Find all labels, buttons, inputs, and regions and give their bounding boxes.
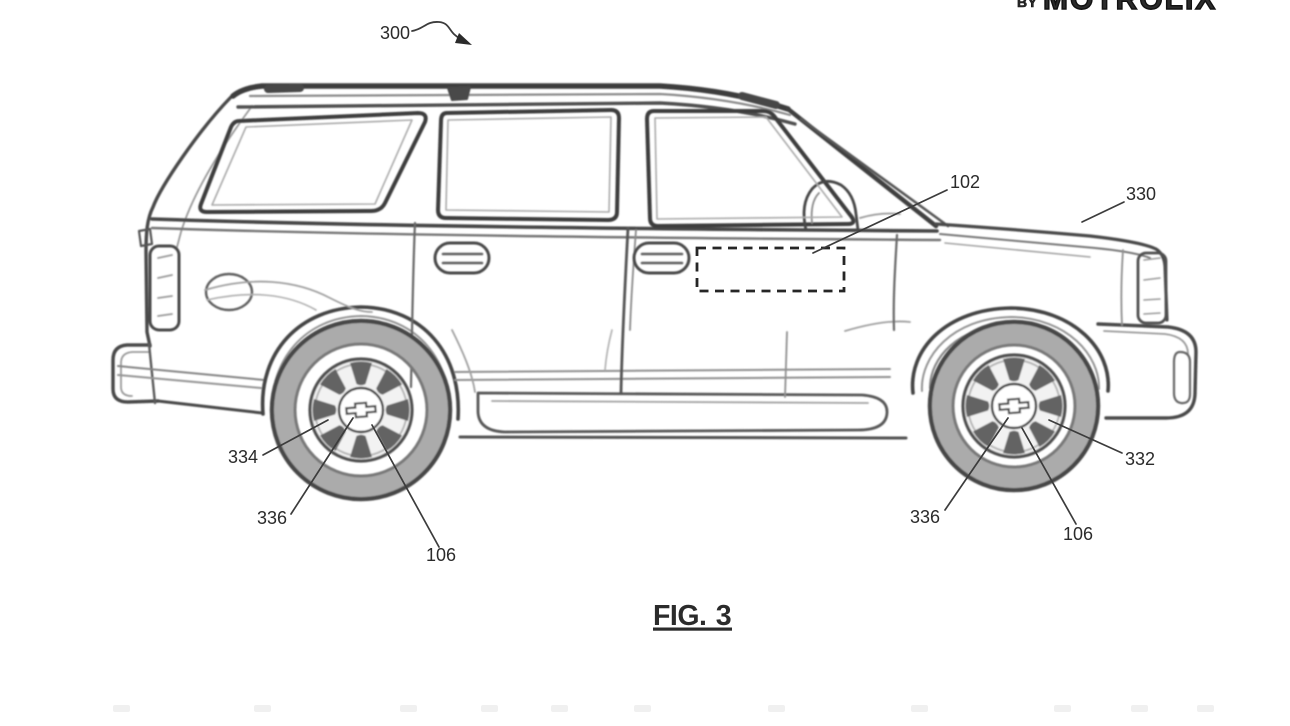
svg-text:FIG. 3: FIG. 3	[653, 600, 731, 632]
svg-text:330: 330	[1126, 184, 1156, 204]
svg-text:334: 334	[228, 447, 258, 467]
svg-text:MOTROLIX: MOTROLIX	[1043, 0, 1217, 16]
svg-text:106: 106	[1063, 524, 1093, 544]
svg-text:BY: BY	[1017, 0, 1038, 10]
svg-text:336: 336	[257, 508, 287, 528]
svg-text:332: 332	[1125, 449, 1155, 469]
svg-text:336: 336	[910, 507, 940, 527]
svg-text:300: 300	[380, 23, 410, 43]
svg-text:106: 106	[426, 545, 456, 565]
svg-text:102: 102	[950, 172, 980, 192]
